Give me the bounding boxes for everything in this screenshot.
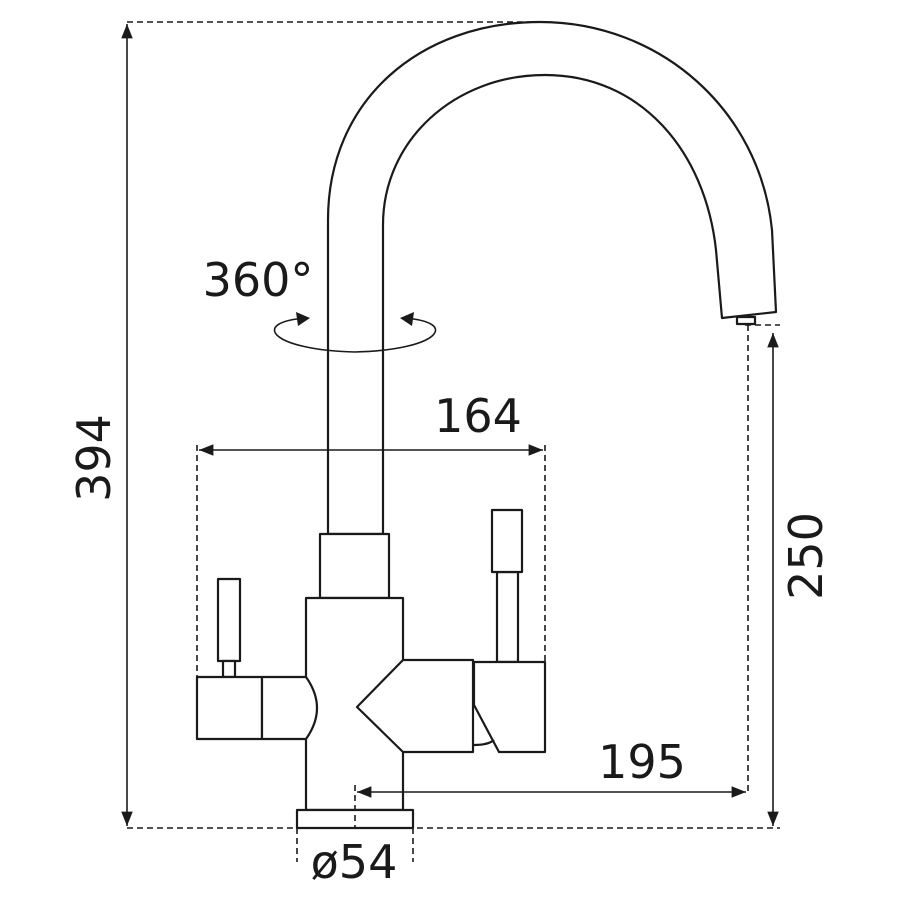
right-handle-body [472, 660, 547, 754]
left-handle-body [195, 675, 264, 741]
left-handle-cap [260, 675, 318, 741]
label-spout-reach: 195 [598, 735, 686, 789]
label-spout-height: 250 [779, 512, 833, 600]
label-rotation: 360° [203, 253, 314, 307]
label-base-diameter: ø54 [311, 835, 398, 889]
spout [326, 20, 778, 536]
right-lever-stem [495, 570, 520, 664]
dimension-spout-reach [354, 325, 749, 828]
label-overall-height: 394 [67, 414, 121, 502]
tap-body [195, 508, 547, 830]
right-lever [490, 508, 524, 574]
dimension-overall-height [121, 21, 780, 829]
right-handle-arc [473, 739, 495, 747]
dimension-base-diameter [296, 828, 414, 862]
label-handle-width: 164 [434, 389, 522, 443]
swivel-collar [318, 532, 391, 600]
dimension-spout-height [745, 324, 780, 826]
right-handle-cone [355, 658, 475, 754]
aerator-nozzle [735, 315, 757, 326]
left-lever [216, 577, 242, 663]
rotation-indicator [273, 312, 437, 353]
rotation-arrow-icon [273, 317, 437, 353]
left-lever-stem [221, 659, 237, 679]
dimension-handle-width [196, 444, 546, 677]
